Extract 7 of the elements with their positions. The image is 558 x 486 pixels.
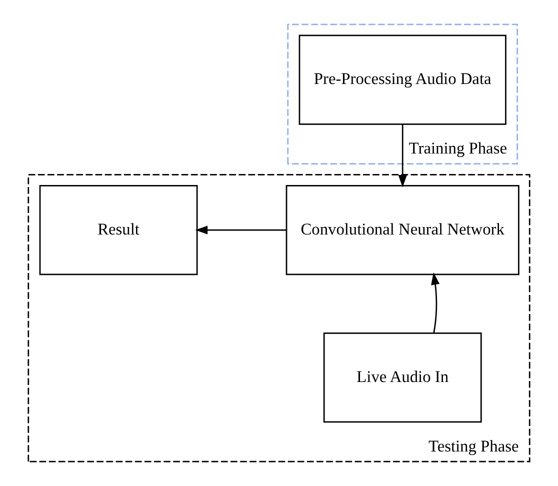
node-box: Convolutional Neural Network: [286, 184, 520, 276]
arrow: [398, 124, 407, 188]
arrow: [431, 272, 440, 334]
node-box: Result: [39, 184, 198, 276]
node-box: Pre-Processing Audio Data: [298, 34, 506, 125]
arrow: [195, 226, 286, 234]
node-box: Live Audio In: [323, 332, 482, 423]
